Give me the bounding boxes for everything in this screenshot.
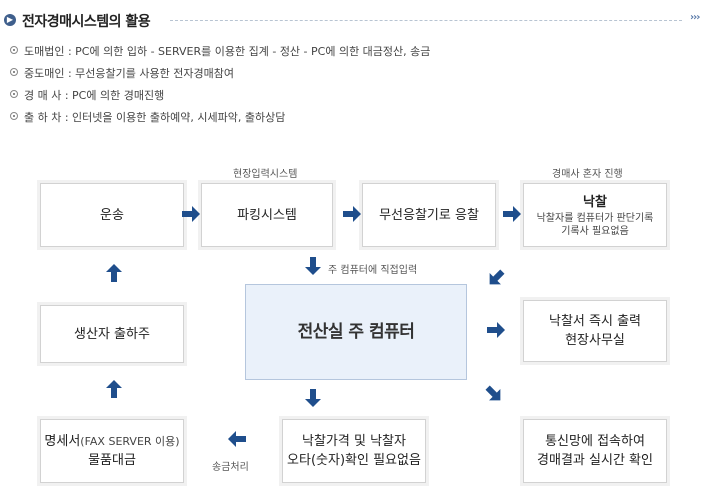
section-header: ▶ 전자경매시스템의 활용 ››› bbox=[0, 0, 714, 36]
arrow-up-icon bbox=[106, 380, 122, 398]
bullet-icon bbox=[10, 112, 18, 120]
arrow-down-left-icon bbox=[489, 269, 505, 285]
header-divider bbox=[170, 20, 682, 21]
bullet-icon bbox=[10, 90, 18, 98]
more-link[interactable]: ››› bbox=[690, 12, 700, 23]
arrow-right-icon bbox=[503, 206, 521, 222]
arrow-up-icon bbox=[106, 264, 122, 282]
box-producer: 생산자 출하주 bbox=[40, 305, 184, 363]
list-item: 중도매인 : 무선응찰기를 사용한 전자경매참여 bbox=[10, 66, 430, 88]
arrow-right-icon bbox=[343, 206, 361, 222]
box-network-check: 통신망에 접속하여 경매결과 실시간 확인 bbox=[523, 419, 667, 483]
caption-direct-input: 주 컴퓨터에 직접입력 bbox=[328, 265, 418, 276]
bullet-icon bbox=[10, 46, 18, 54]
list-item: 도매법인 : PC에 의한 입하 - SERVER를 이용한 집계 - 정산 -… bbox=[10, 44, 430, 66]
arrow-right-icon bbox=[182, 206, 200, 222]
arrow-down-right-icon bbox=[485, 385, 501, 401]
section-title: 전자경매시스템의 활용 bbox=[22, 14, 151, 30]
arrow-right-icon bbox=[487, 322, 505, 338]
box-central-computer: 전산실 주 컴퓨터 bbox=[245, 284, 467, 380]
caption-auctioneer-alone: 경매사 혼자 진행 bbox=[552, 169, 623, 180]
chevron-right-icon: ▶ bbox=[4, 14, 16, 26]
box-wireless-bid: 무선응찰기로 응찰 bbox=[362, 183, 496, 247]
caption-field-input-system: 현장입력시스템 bbox=[233, 169, 298, 180]
list-item: 경 매 사 : PC에 의한 경매진행 bbox=[10, 88, 430, 110]
arrow-down-icon bbox=[305, 389, 321, 407]
arrow-left-icon bbox=[228, 431, 246, 447]
bullet-icon bbox=[10, 68, 18, 76]
caption-remittance: 송금처리 bbox=[212, 462, 249, 473]
box-print-result: 낙찰서 즉시 출력 현장사무실 bbox=[523, 300, 667, 362]
box-statement: 명세서(FAX SERVER 이용) 물품대금 bbox=[40, 419, 184, 483]
box-price-confirm: 낙찰가격 및 낙찰자 오타(숫자)확인 필요없음 bbox=[282, 419, 426, 483]
role-list: 도매법인 : PC에 의한 입하 - SERVER를 이용한 집계 - 정산 -… bbox=[10, 44, 430, 132]
arrow-down-icon bbox=[305, 257, 321, 275]
box-parking-system: 파킹시스템 bbox=[201, 183, 333, 247]
box-transport: 운송 bbox=[40, 183, 184, 247]
box-winning-bid: 낙찰 낙찰자를 컴퓨터가 판단기록 기록사 필요없음 bbox=[523, 183, 667, 247]
list-item: 출 하 차 : 인터넷을 이용한 출하예약, 시세파악, 출하상담 bbox=[10, 110, 430, 132]
